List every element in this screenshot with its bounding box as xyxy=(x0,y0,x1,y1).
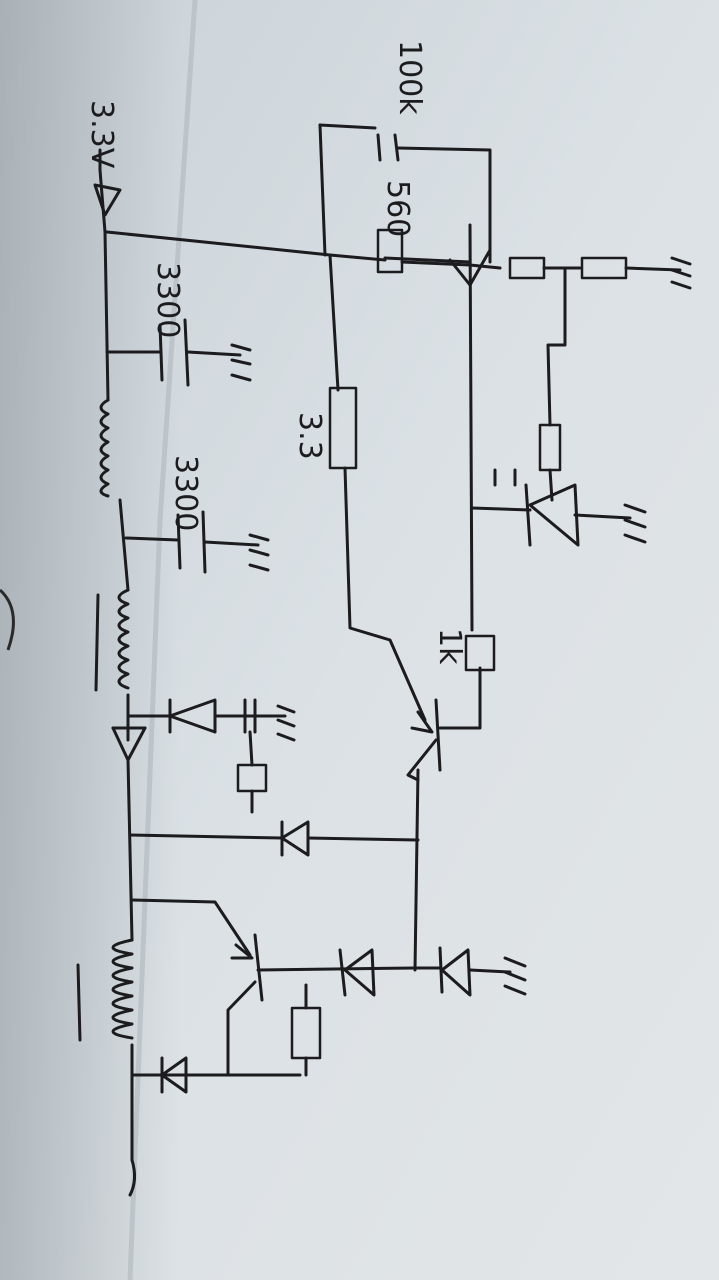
resistor-top-right-value: 100k xyxy=(392,40,427,115)
rail-diode xyxy=(111,726,147,762)
capacitor-1-value: 3300 xyxy=(150,262,185,338)
resistor-top-value: 560 xyxy=(380,180,415,237)
resistor-base-value: 1k xyxy=(432,628,467,665)
left-rail xyxy=(98,168,134,1162)
paper-fold xyxy=(127,0,198,1280)
power-transistor xyxy=(130,898,417,1077)
driver-transistor xyxy=(406,666,482,782)
feedback-line xyxy=(128,820,420,857)
resistor-mid-value: 3.3 xyxy=(292,412,327,460)
supply-label: 3.3V xyxy=(84,100,119,169)
capacitor-1 xyxy=(105,318,252,387)
inductor-1 xyxy=(99,398,110,498)
resistor-base xyxy=(464,634,496,672)
capacitor-2 xyxy=(124,510,270,574)
bottom-branch xyxy=(128,983,322,1197)
collector-line xyxy=(413,768,420,972)
paper-edge xyxy=(0,588,15,651)
top-right-network xyxy=(318,123,692,632)
regulator-branch xyxy=(470,468,647,547)
inductor-2 xyxy=(94,588,130,692)
transformer xyxy=(76,938,134,1042)
capacitor-2-value: 3300 xyxy=(168,455,203,531)
top-bus xyxy=(105,230,427,722)
diode-pair xyxy=(338,946,527,997)
snubber-branch xyxy=(128,698,296,814)
supply-arrow xyxy=(93,148,122,217)
